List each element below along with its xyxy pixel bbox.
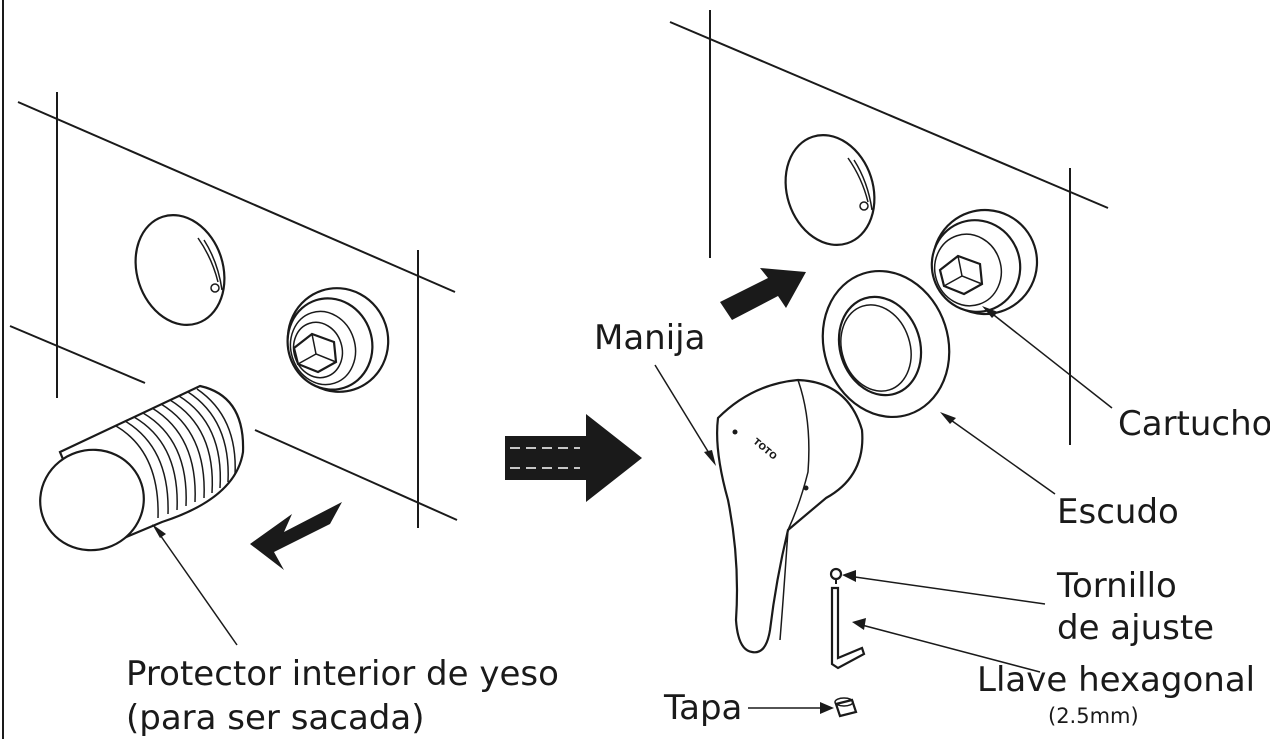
lever-handle — [716, 378, 864, 654]
cartucho-leader — [989, 311, 1113, 409]
arrow-down-left-icon — [250, 502, 342, 570]
cartucho-label: Cartucho — [1118, 404, 1270, 444]
llave-label: Llave hexagonal — [977, 660, 1256, 700]
protector-label-line1: Protector interior de yeso — [126, 654, 559, 694]
tornillo-label-line2: de ajuste — [1057, 608, 1215, 648]
tapa-label: Tapa — [664, 688, 743, 728]
escudo-label: Escudo — [1057, 492, 1179, 532]
manija-leader — [654, 364, 713, 459]
arrow-right-icon — [505, 414, 642, 502]
escudo-leader — [947, 417, 1056, 495]
manija-label: Manija — [594, 318, 706, 358]
left-diverter-cover — [134, 214, 226, 326]
plaster-guard — [39, 384, 245, 552]
left-wall-panel — [9, 92, 458, 528]
right-wall-panel — [669, 10, 1109, 445]
left-cartridge — [286, 287, 390, 393]
protector-label-line2: (para ser sacada) — [126, 698, 425, 738]
protector-leader — [157, 531, 238, 646]
right-diverter-cover — [784, 134, 876, 246]
right-cartridge — [930, 208, 1039, 316]
llave-size-label: (2.5mm) — [1048, 704, 1139, 728]
tornillo-label-line1: Tornillo — [1057, 566, 1177, 606]
cap — [748, 697, 858, 718]
adjusting-screw — [829, 567, 1046, 605]
escutcheon-ring — [821, 269, 951, 419]
hex-key — [830, 586, 1041, 673]
arrow-up-right-icon — [720, 268, 806, 320]
